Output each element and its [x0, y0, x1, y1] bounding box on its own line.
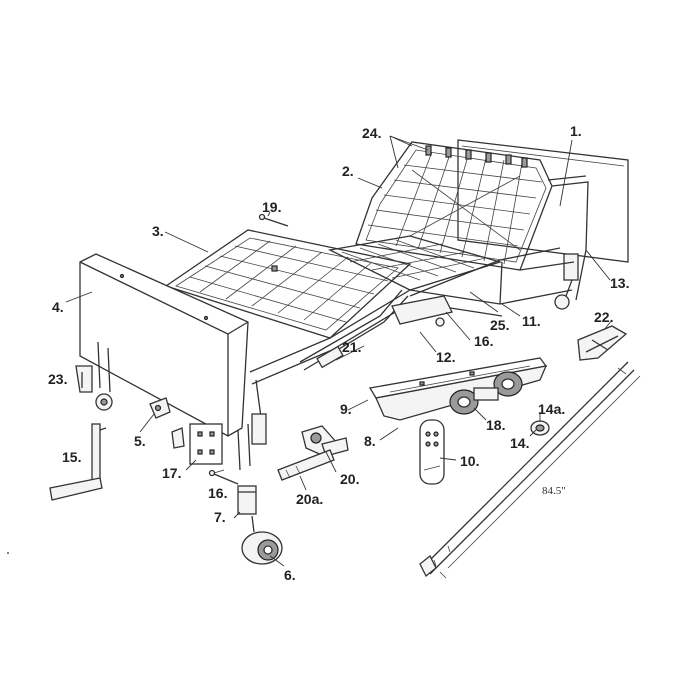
label-14a: 14a. [538, 401, 565, 417]
part-17-plate [171, 423, 223, 465]
part-labels: 1. 2. 3. 4. 5. 6. 7. 8. 9. 10. 11. 12. 1… [48, 123, 629, 583]
label-13: 13. [610, 275, 629, 291]
label-14: 14. [510, 435, 529, 451]
label-4: 4. [52, 299, 64, 315]
part-6-caster [241, 515, 283, 565]
label-16-lower: 16. [208, 485, 227, 501]
label-19: 19. [262, 199, 281, 215]
stray-dot [7, 552, 9, 554]
label-24: 24. [362, 125, 381, 141]
label-8: 8. [364, 433, 376, 449]
label-21: 21. [342, 339, 361, 355]
part-7-socket [237, 485, 257, 515]
part-5-clip [149, 397, 171, 419]
label-10: 10. [460, 453, 479, 469]
label-7: 7. [214, 509, 226, 525]
head-end-frame [499, 175, 589, 310]
part-22-bracket [577, 325, 628, 361]
label-9: 9. [340, 401, 352, 417]
label-20a: 20a. [296, 491, 323, 507]
label-15: 15. [62, 449, 81, 465]
label-23: 23. [48, 371, 67, 387]
head-spring-section [355, 141, 553, 271]
part-10-hand-pendant [419, 419, 445, 485]
part-14-knob [530, 420, 550, 436]
dimension-label: 84.5" [542, 485, 566, 497]
middle-deck-section [327, 235, 503, 291]
label-5: 5. [134, 433, 146, 449]
footboard [79, 253, 267, 471]
leader-lines [65, 135, 613, 567]
label-11: 11. [522, 313, 541, 329]
drive-tube-84-5 [419, 361, 641, 579]
label-17: 17. [162, 465, 181, 481]
label-18: 18. [486, 417, 505, 433]
label-16-upper: 16. [474, 333, 493, 349]
main-bed-frame [249, 247, 561, 441]
label-20: 20. [340, 471, 359, 487]
headboard-panel [457, 139, 629, 263]
label-12: 12. [436, 349, 455, 365]
part-23-bracket [75, 365, 93, 393]
part-16-pin [208, 469, 239, 485]
label-2: 2. [342, 163, 354, 179]
part-20-drive-motor [277, 425, 349, 481]
label-6: 6. [284, 567, 296, 583]
label-1: 1. [570, 123, 582, 139]
label-25: 25. [490, 317, 509, 333]
label-22: 22. [594, 309, 613, 325]
part-18-actuator [449, 371, 523, 415]
label-3: 3. [152, 223, 164, 239]
part-19-pin [258, 213, 289, 227]
part-15-crank [49, 423, 107, 501]
